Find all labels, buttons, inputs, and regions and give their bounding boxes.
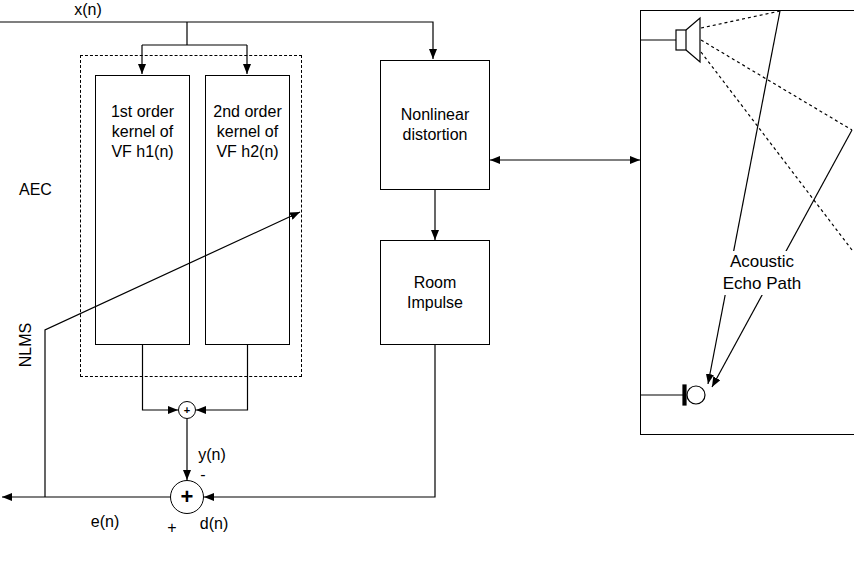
summing-junction: + [170,480,204,514]
signal-connector [204,345,435,497]
operator-sign: + [184,405,190,416]
room-panel: Acoustic Echo Path [640,10,854,435]
input-branch [246,45,247,74]
node-text: 1st order kernel of VF h1(n) [102,102,183,162]
sound-ray [701,40,852,130]
signal-connector [186,419,187,480]
signal-connector [490,159,640,160]
node-text: Room Impulse [387,273,483,313]
node-text: Nonlinear distortion [387,105,483,145]
nlms-adaptation-line [45,212,300,497]
loudspeaker-symbol [686,18,700,62]
node-text: AEC [19,181,52,199]
process-box: Room Impulse [380,240,490,345]
signal-connector [143,345,179,410]
signal-name: d(n) [200,515,228,533]
filter-group: AEC1st order kernel of VF h1(n)2nd order… [80,55,302,377]
speaker-wire [640,39,676,40]
sound-ray [701,11,780,28]
node-text: Acoustic Echo Path [710,251,814,295]
sign-label: - [200,466,205,484]
adder-circle: + [178,401,196,419]
node-text: 2nd order kernel of VF h2(n) [212,102,283,162]
signal-connector [434,190,435,240]
signal-name: y(n) [198,446,226,464]
kernel-box: 2nd order kernel of VF h2(n) [205,75,290,345]
microphone-symbol [683,385,686,405]
operator-sign: + [181,486,194,508]
input-line [0,22,433,59]
signal-name: e(n) [91,513,119,531]
sign-label: + [167,519,176,537]
kernel-box: 1st order kernel of VF h1(n) [95,75,190,345]
microphone-symbol [687,386,705,404]
signal-connector [196,345,248,410]
loudspeaker-symbol [676,30,686,50]
sound-ray [701,52,852,250]
error-output-line [2,496,171,497]
algorithm-label: NLMS [17,323,35,367]
microphone-wire [640,394,683,395]
input-branch [142,22,247,45]
process-box: Nonlinear distortion [380,60,490,190]
input-branch [141,45,142,74]
signal-name: x(n) [74,1,102,19]
